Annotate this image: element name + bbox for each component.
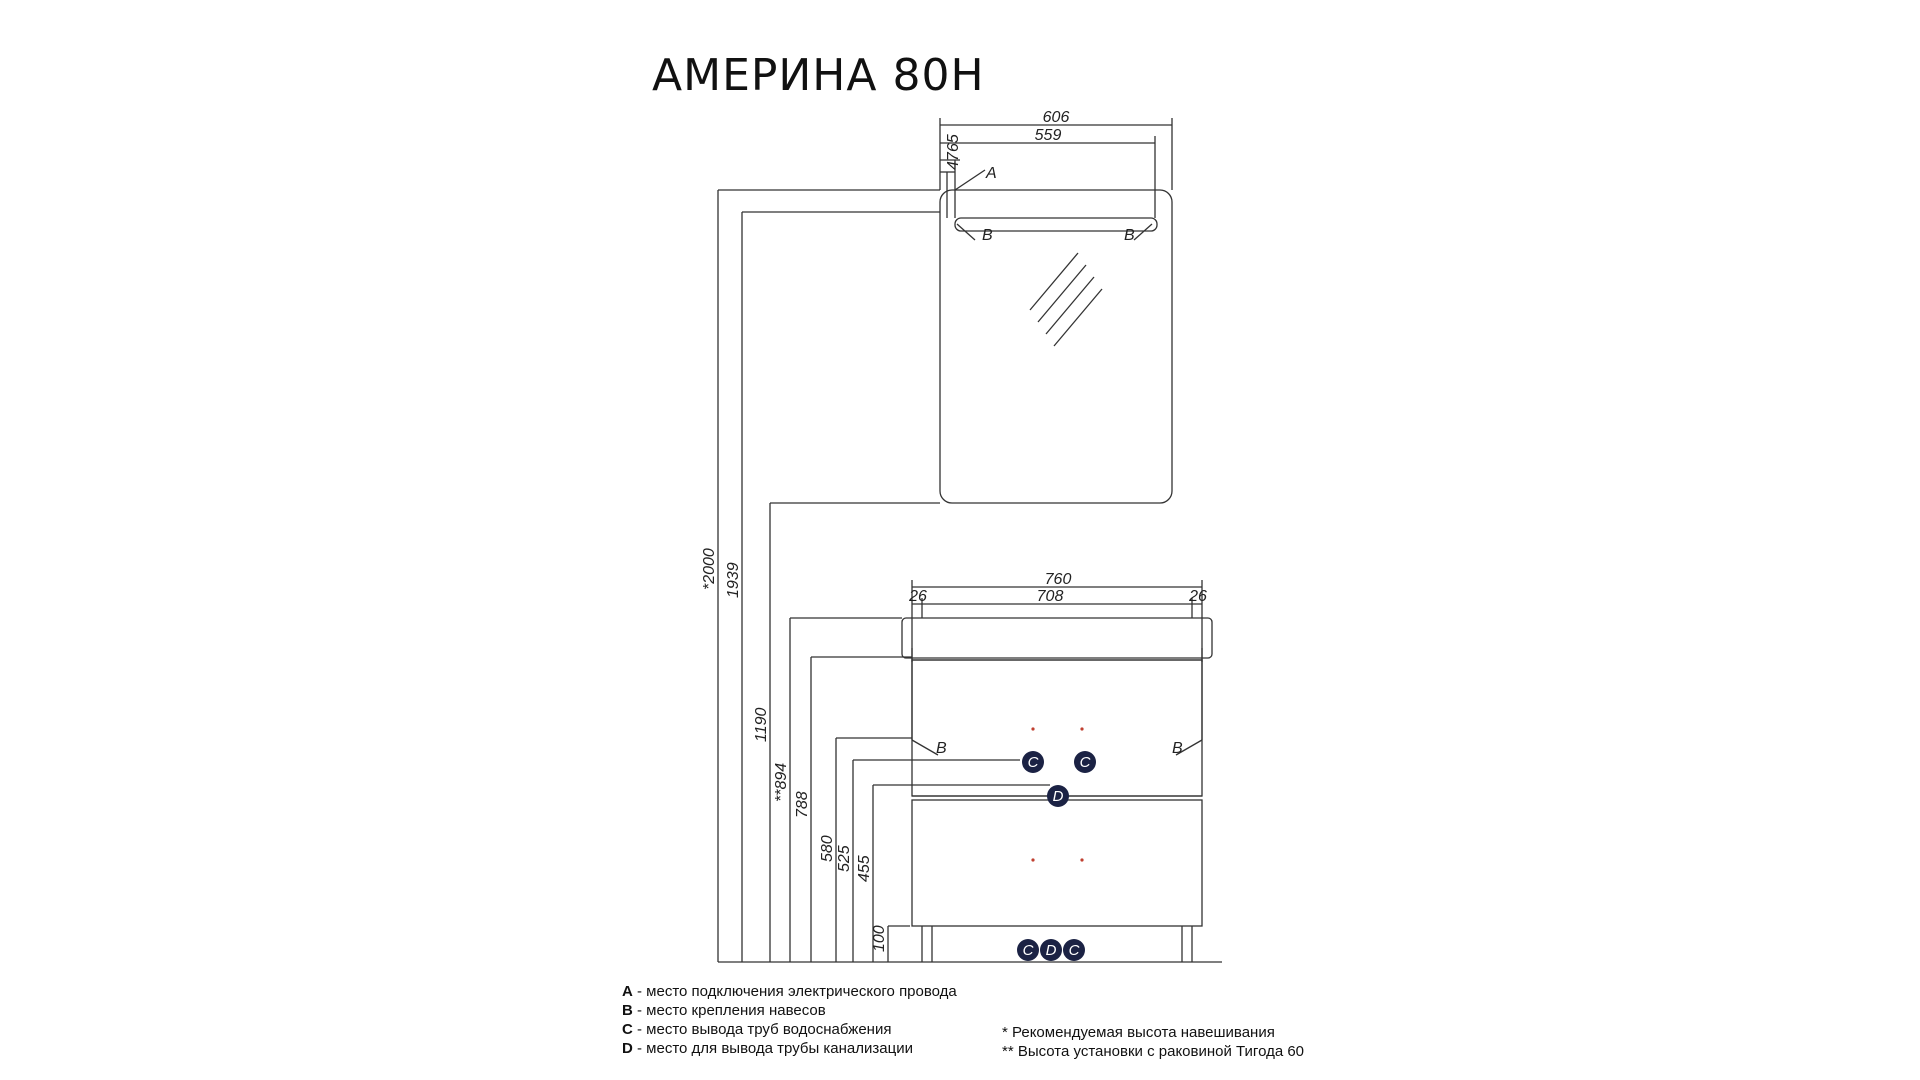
legend-item-d: D - место для вывода трубы канализации <box>622 1039 957 1058</box>
dim-26-left: 26 <box>908 588 927 605</box>
marker-b-vanity-right: B <box>1172 740 1183 757</box>
legend-text: - место подключения электрического прово… <box>632 983 957 1000</box>
legend-key: C <box>622 1021 633 1038</box>
page-title: АМЕРИНА 80Н <box>652 50 985 101</box>
legend-text: - место для вывода трубы канализации <box>632 1040 913 1057</box>
dim-606: 606 <box>1043 109 1070 126</box>
badge-c-3 <box>1017 939 1039 961</box>
badge-d-2 <box>1040 939 1062 961</box>
dim-1190: 1190 <box>753 707 770 742</box>
dim-2000: *2000 <box>701 548 718 590</box>
badge-c-1 <box>1022 751 1044 773</box>
legend-list: A - место подключения электрического про… <box>622 982 957 1058</box>
dim-455: 455 <box>856 855 873 882</box>
dim-100: 100 <box>871 925 888 952</box>
dim-65: 65 <box>945 134 962 152</box>
dim-525: 525 <box>836 845 853 872</box>
badge-d-2-label: D <box>1046 942 1057 959</box>
legend-item-a: A - место подключения электрического про… <box>622 982 957 1001</box>
legend-text: - место крепления навесов <box>632 1002 826 1019</box>
notes-list: * Рекомендуемая высота навешивания ** Вы… <box>1002 1023 1304 1061</box>
badge-c-1-label: C <box>1028 754 1039 771</box>
marker-b-vanity-left: B <box>936 740 947 757</box>
badge-c-4 <box>1063 939 1085 961</box>
badge-d-1 <box>1047 785 1069 807</box>
badge-c-2 <box>1074 751 1096 773</box>
legend-item-b: B - место крепления навесов <box>622 1001 957 1020</box>
dim-47: 47 <box>945 151 962 170</box>
dim-559: 559 <box>1035 127 1062 144</box>
badge-c-4-label: C <box>1069 942 1080 959</box>
legend-key: B <box>622 1002 633 1019</box>
legend-key: D <box>622 1040 633 1057</box>
legend-key: A <box>622 983 633 1000</box>
dim-708: 708 <box>1037 588 1064 605</box>
mirror-cabinet <box>939 189 1173 504</box>
dim-26-right: 26 <box>1188 588 1207 605</box>
badge-c-2-label: C <box>1080 754 1091 771</box>
dim-760: 760 <box>1045 571 1072 588</box>
marker-b-mirror-left: B <box>982 227 993 244</box>
vanity-upper-drawer <box>911 659 1203 797</box>
dim-580: 580 <box>819 835 836 862</box>
dim-1939: 1939 <box>725 562 742 598</box>
note-recommended-height: * Рекомендуемая высота навешивания <box>1002 1024 1275 1041</box>
legend-item-c: C - место вывода труб водоснабжения <box>622 1020 957 1039</box>
mirror-light-slot <box>954 217 1158 232</box>
dim-894: **894 <box>773 763 790 802</box>
vanity-lower-drawer <box>911 799 1203 927</box>
dim-788: 788 <box>794 791 811 818</box>
vanity-countertop <box>901 617 1213 659</box>
badge-d-1-label: D <box>1053 788 1064 805</box>
marker-b-mirror-right: B <box>1124 227 1135 244</box>
badge-c-3-label: C <box>1023 942 1034 959</box>
legend-text: - место вывода труб водоснабжения <box>632 1021 892 1038</box>
marker-a: A <box>985 165 997 182</box>
note-sink-height: ** Высота установки с раковиной Тигода 6… <box>1002 1043 1305 1060</box>
